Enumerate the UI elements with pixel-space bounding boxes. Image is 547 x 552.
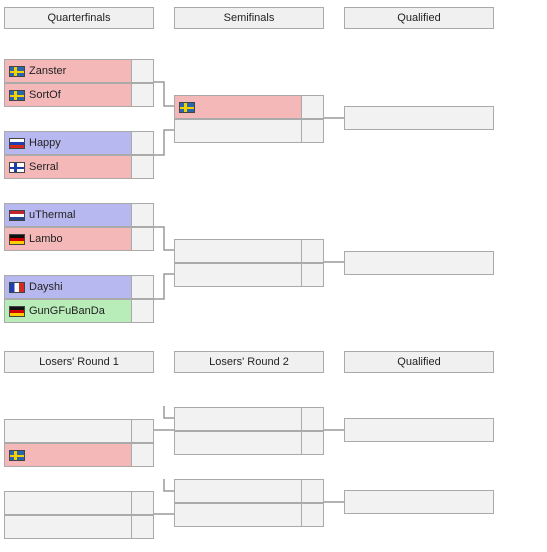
match-slot[interactable]: Happy <box>4 131 154 155</box>
empty-match-slot[interactable] <box>174 407 324 431</box>
player-cell: Happy <box>5 132 131 154</box>
sweden-flag-icon <box>9 89 25 101</box>
score-cell <box>301 408 323 430</box>
score-cell <box>131 156 153 178</box>
header-semifinals: Semifinals <box>174 7 324 29</box>
germany-flag-icon <box>9 305 25 317</box>
sweden-flag-icon <box>9 449 25 461</box>
empty-match-slot[interactable] <box>174 239 324 263</box>
score-cell <box>301 432 323 454</box>
player-name: SortOf <box>29 89 61 101</box>
qualified-slot[interactable] <box>344 106 494 130</box>
player-name: Dayshi <box>29 281 63 293</box>
player-cell: SortOf <box>5 84 131 106</box>
empty-match-slot[interactable] <box>4 419 154 443</box>
france-flag-icon <box>9 281 25 293</box>
player-cell: Serral <box>5 156 131 178</box>
player-name: uThermal <box>29 209 76 221</box>
match-slot[interactable] <box>174 95 324 119</box>
score-cell <box>131 84 153 106</box>
player-cell <box>175 408 301 430</box>
sweden-flag-icon <box>179 101 195 113</box>
player-cell: Zanster <box>5 60 131 82</box>
match-slot[interactable] <box>4 443 154 467</box>
player-name: GunGFuBanDa <box>29 305 105 317</box>
match-slot[interactable]: GunGFuBanDa <box>4 299 154 323</box>
score-cell <box>131 132 153 154</box>
qualified-slot[interactable] <box>344 251 494 275</box>
header-losers-round-1: Losers' Round 1 <box>4 351 154 373</box>
header-losers-round-2: Losers' Round 2 <box>174 351 324 373</box>
player-cell: Dayshi <box>5 276 131 298</box>
player-cell <box>5 492 131 514</box>
empty-match-slot[interactable] <box>174 119 324 143</box>
score-cell <box>131 228 153 250</box>
finland-flag-icon <box>9 161 25 173</box>
score-cell <box>301 240 323 262</box>
match-slot[interactable]: Serral <box>4 155 154 179</box>
empty-match-slot[interactable] <box>4 491 154 515</box>
player-cell: uThermal <box>5 204 131 226</box>
empty-match-slot[interactable] <box>4 515 154 539</box>
score-cell <box>131 444 153 466</box>
sweden-flag-icon <box>9 65 25 77</box>
score-cell <box>131 516 153 538</box>
player-cell <box>175 480 301 502</box>
empty-match-slot[interactable] <box>174 503 324 527</box>
score-cell <box>131 300 153 322</box>
score-cell <box>301 504 323 526</box>
score-cell <box>131 60 153 82</box>
player-cell: Lambo <box>5 228 131 250</box>
empty-match-slot[interactable] <box>174 479 324 503</box>
header-qualified-top: Qualified <box>344 7 494 29</box>
player-cell <box>175 264 301 286</box>
match-slot[interactable]: Zanster <box>4 59 154 83</box>
score-cell <box>131 276 153 298</box>
score-cell <box>301 96 323 118</box>
score-cell <box>131 204 153 226</box>
player-cell <box>175 432 301 454</box>
player-cell <box>175 504 301 526</box>
score-cell <box>301 480 323 502</box>
player-name: Happy <box>29 137 61 149</box>
player-cell <box>175 120 301 142</box>
qualified-slot[interactable] <box>344 490 494 514</box>
empty-match-slot[interactable] <box>174 263 324 287</box>
score-cell <box>131 492 153 514</box>
header-quarterfinals: Quarterfinals <box>4 7 154 29</box>
player-cell <box>175 96 301 118</box>
match-slot[interactable]: SortOf <box>4 83 154 107</box>
match-slot[interactable]: Dayshi <box>4 275 154 299</box>
player-cell <box>175 240 301 262</box>
match-slot[interactable]: uThermal <box>4 203 154 227</box>
russia-flag-icon <box>9 137 25 149</box>
match-slot[interactable]: Lambo <box>4 227 154 251</box>
player-name: Serral <box>29 161 59 173</box>
netherlands-flag-icon <box>9 209 25 221</box>
player-name: Lambo <box>29 233 63 245</box>
germany-flag-icon <box>9 233 25 245</box>
player-cell <box>5 516 131 538</box>
player-cell: GunGFuBanDa <box>5 300 131 322</box>
score-cell <box>131 420 153 442</box>
header-qualified-bottom: Qualified <box>344 351 494 373</box>
qualified-slot[interactable] <box>344 418 494 442</box>
score-cell <box>301 120 323 142</box>
player-name: Zanster <box>29 65 67 77</box>
player-cell <box>5 444 131 466</box>
empty-match-slot[interactable] <box>174 431 324 455</box>
player-cell <box>5 420 131 442</box>
score-cell <box>301 264 323 286</box>
